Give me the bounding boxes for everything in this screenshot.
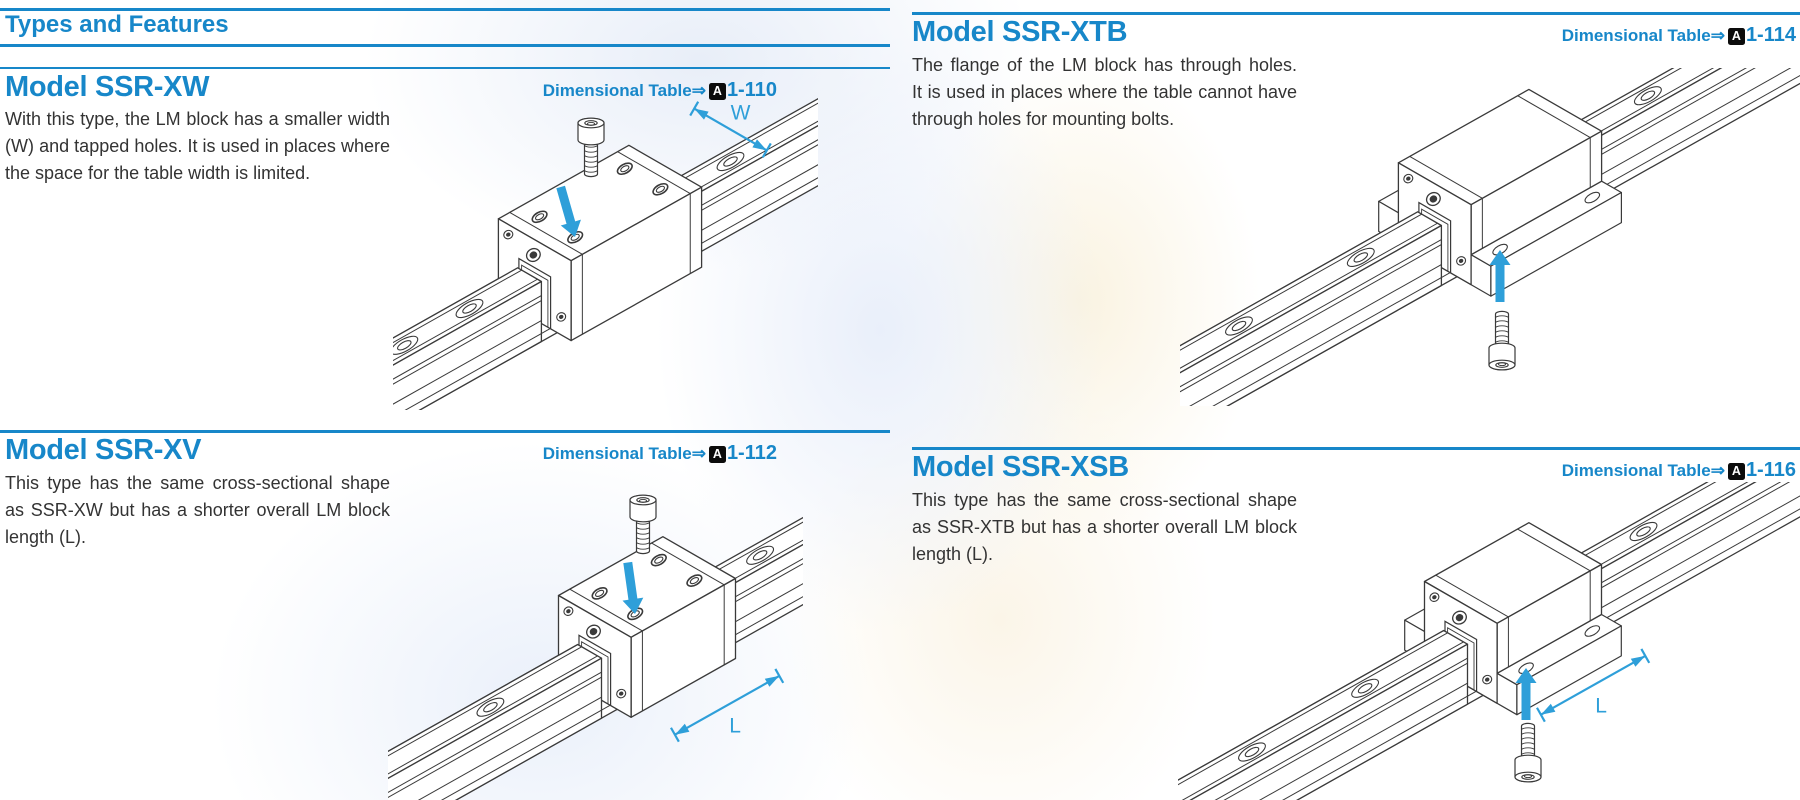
rail xyxy=(1180,211,1443,406)
rail xyxy=(393,267,543,410)
dimension-label: L xyxy=(1595,694,1607,717)
model-heading-ssr-xsb: Model SSR-XSB xyxy=(912,451,1129,483)
dimension-label: W xyxy=(731,102,751,125)
double-arrow-icon: ⇒ xyxy=(1710,26,1725,45)
description-ssr-xw: With this type, the LM block has a small… xyxy=(5,106,390,187)
description-line: This type has the same cross-sectional s… xyxy=(5,473,390,493)
description-line: the space for the table width is limited… xyxy=(5,163,311,183)
lm-guide-drawing-ssr-xtb xyxy=(1180,68,1800,406)
drawing-ssr-xtb xyxy=(1180,68,1800,406)
description-line: through holes for mounting bolts. xyxy=(912,109,1175,129)
mounting-bolt-icon xyxy=(1514,722,1542,783)
description-line: length (L). xyxy=(5,527,87,547)
ref-marker-a-icon: A xyxy=(1727,28,1745,45)
mounting-direction-arrow-icon xyxy=(1515,668,1537,720)
title-top-rule xyxy=(0,8,890,11)
section-rule-ssr-xsb xyxy=(912,447,1800,450)
drawing-ssr-xw: W xyxy=(393,78,818,410)
title-bottom-rule xyxy=(0,44,890,47)
ref-page: 1-112 xyxy=(726,442,777,464)
mounting-bolt-icon xyxy=(629,494,657,555)
model-heading-ssr-xtb: Model SSR-XTB xyxy=(912,16,1128,48)
description-line: It is used in places where the table can… xyxy=(912,82,1297,102)
section-rule-ssr-xw xyxy=(0,67,890,69)
dimension-l: L xyxy=(1536,648,1651,723)
link-label: Dimensional Table xyxy=(542,444,692,463)
ref-marker-a-icon: A xyxy=(708,83,726,100)
description-line: (W) and tapped holes. It is used in plac… xyxy=(5,136,390,156)
double-arrow-icon: ⇒ xyxy=(691,444,706,463)
ref-marker-a-icon: A xyxy=(1727,463,1745,480)
model-heading-ssr-xw: Model SSR-XW xyxy=(5,71,210,103)
description-ssr-xv: This type has the same cross-sectional s… xyxy=(5,470,390,551)
mounting-direction-arrow-icon xyxy=(622,561,644,614)
ref-page: 1-114 xyxy=(1745,24,1796,46)
model-heading-ssr-xv: Model SSR-XV xyxy=(5,434,202,466)
dimension-l: L xyxy=(670,668,785,743)
mounting-bolt-icon xyxy=(577,117,605,178)
ref-marker-a-icon: A xyxy=(708,446,726,463)
mounting-bolt-icon xyxy=(1488,310,1516,371)
description-line: This type has the same cross-sectional s… xyxy=(912,490,1297,510)
lm-guide-drawing-ssr-xsb: L xyxy=(1178,482,1800,800)
drawing-ssr-xv: L xyxy=(388,448,803,800)
drawing-ssr-xsb: L xyxy=(1178,482,1800,800)
rail xyxy=(388,643,603,800)
mounting-direction-arrow-icon xyxy=(556,185,581,237)
dimension-w: W xyxy=(689,101,772,158)
section-rule-ssr-xtb xyxy=(912,12,1800,15)
ref-page: 1-116 xyxy=(1745,459,1796,481)
description-line: With this type, the LM block has a small… xyxy=(5,109,390,129)
mounting-direction-arrow-icon xyxy=(1489,250,1511,302)
link-label: Dimensional Table xyxy=(1561,26,1711,45)
double-arrow-icon: ⇒ xyxy=(1710,461,1725,480)
dimension-label: L xyxy=(729,714,741,737)
lm-guide-drawing-ssr-xw: W xyxy=(393,97,818,410)
link-label: Dimensional Table xyxy=(1561,461,1711,480)
description-line: The flange of the LM block has through h… xyxy=(912,55,1297,75)
lm-guide-drawing-ssr-xv: L xyxy=(388,494,803,800)
page-title: Types and Features xyxy=(5,11,229,38)
section-rule-ssr-xv xyxy=(0,430,890,433)
description-ssr-xtb: The flange of the LM block has through h… xyxy=(912,52,1297,133)
description-line: length (L). xyxy=(912,544,994,564)
link-label: Dimensional Table xyxy=(542,81,692,100)
ref-page: 1-110 xyxy=(726,79,777,101)
rail xyxy=(1178,629,1469,800)
description-line: as SSR-XW but has a shorter overall LM b… xyxy=(5,500,390,520)
description-ssr-xsb: This type has the same cross-sectional s… xyxy=(912,487,1297,568)
description-line: as SSR-XTB but has a shorter overall LM … xyxy=(912,517,1297,537)
double-arrow-icon: ⇒ xyxy=(691,81,706,100)
